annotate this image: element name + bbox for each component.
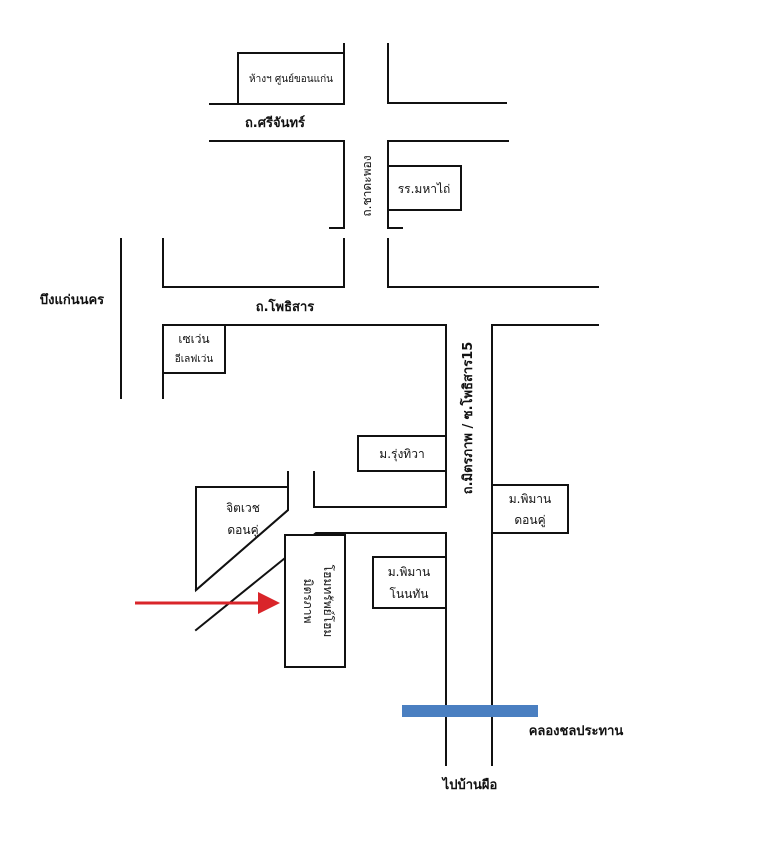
road-label-mittraphap: ถ.มิตรภาพ / ซ.โพธิสาร15 <box>459 342 476 495</box>
road-sri-chan-lower-left <box>209 140 345 229</box>
phiman-nonthon-box <box>372 556 447 609</box>
road-label-sri-chan: ถ.ศรีจันทร์ <box>245 115 305 131</box>
phiman-done-box <box>491 484 569 534</box>
mittraphap-home-label-2: โฮมทรัพย์โฮม <box>321 565 335 638</box>
phiman-done-label-2: ดอนคู่ <box>514 513 545 528</box>
road-label-sam-liam-kae: ถ.ชาดะพอง <box>360 155 374 216</box>
seven-eleven-label-1: เซเว่น <box>178 332 209 346</box>
school-box <box>387 165 462 211</box>
school-label: รร.มหาไถ่ <box>398 182 451 196</box>
mittraphap-home-box <box>284 534 346 668</box>
rungthiwa-label: ม.รุ่งทิวา <box>379 447 424 462</box>
canal-label: คลองชลประทาน <box>529 724 624 739</box>
jitwaree-label-1: จิตเวช <box>226 501 260 515</box>
seven-eleven-label-2: อีเลฟเว่น <box>175 353 214 365</box>
canal-line <box>402 705 538 717</box>
road-label-to-ban-mue: ไปบ้านผือ <box>441 776 498 793</box>
road-pho-sarn-north-left <box>162 238 345 288</box>
road-diagonal-lower <box>194 532 447 766</box>
jitwaree-label-2: ดอนคู่ <box>227 523 258 538</box>
mall-box <box>237 52 345 105</box>
phiman-nonthon-label-1: ม.พิมาน <box>388 565 431 579</box>
road-school-side <box>387 209 403 229</box>
road-pho-sarn-north-right <box>387 238 599 288</box>
road-east-vertical <box>491 324 599 766</box>
phiman-done-label-1: ม.พิมาน <box>509 492 552 506</box>
road-label-pho-sarn: ถ.โพธิสาร <box>256 298 315 315</box>
jitwaree-box <box>195 486 289 593</box>
road-sri-chan-lower-right <box>387 140 509 167</box>
phiman-nonthon-label-2: โนนทัน <box>390 587 429 601</box>
location-arrow <box>135 592 280 614</box>
rungthiwa-box <box>357 435 447 472</box>
road-label-bueng-kaen-nakhon: บึงแก่นนคร <box>40 292 104 308</box>
mittraphap-home-label-1: มิตรภาพ <box>301 579 315 624</box>
seven-eleven-box <box>162 324 226 374</box>
mall-label: ห้างฯ ศูนย์ขอนแก่น <box>249 73 333 85</box>
road-top-right-vertical <box>387 43 507 104</box>
